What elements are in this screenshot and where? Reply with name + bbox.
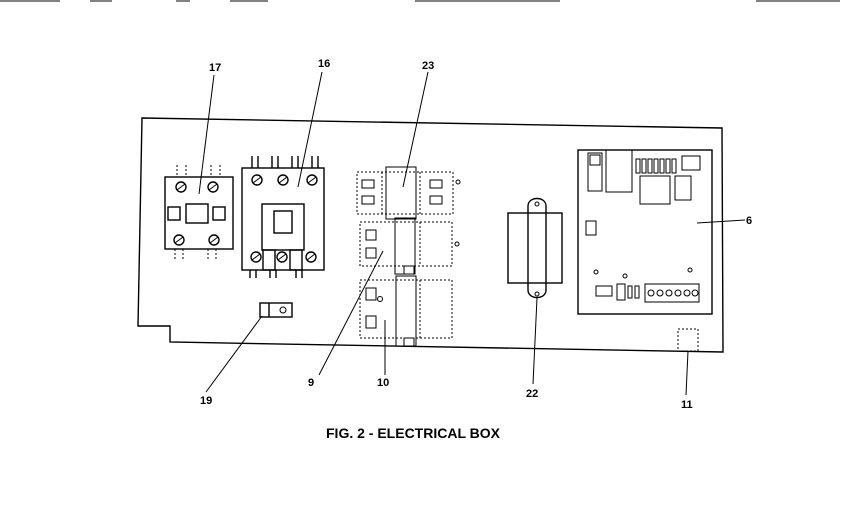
relay-10 [359,275,453,347]
figure-caption: FIG. 2 - ELECTRICAL BOX [326,425,501,441]
component-11 [677,328,699,352]
ground-lug-19 [259,302,293,318]
contactor-16 [241,156,325,278]
transformer-22 [507,197,563,299]
callout-22: 22 [526,388,538,400]
relay-9 [359,217,460,275]
callout-9: 9 [308,377,314,389]
contactor-17 [164,165,234,260]
callout-17: 17 [209,62,221,74]
callout-16: 16 [318,58,330,70]
callout-6: 6 [746,215,752,227]
callout-19: 19 [200,395,212,407]
backplate-panel [137,117,724,353]
callout-11: 11 [681,399,693,411]
relay-23 [356,166,461,220]
control-board-6 [577,149,713,315]
callout-23: 23 [422,60,434,72]
leader-lines [198,71,746,396]
callout-10: 10 [377,377,389,389]
